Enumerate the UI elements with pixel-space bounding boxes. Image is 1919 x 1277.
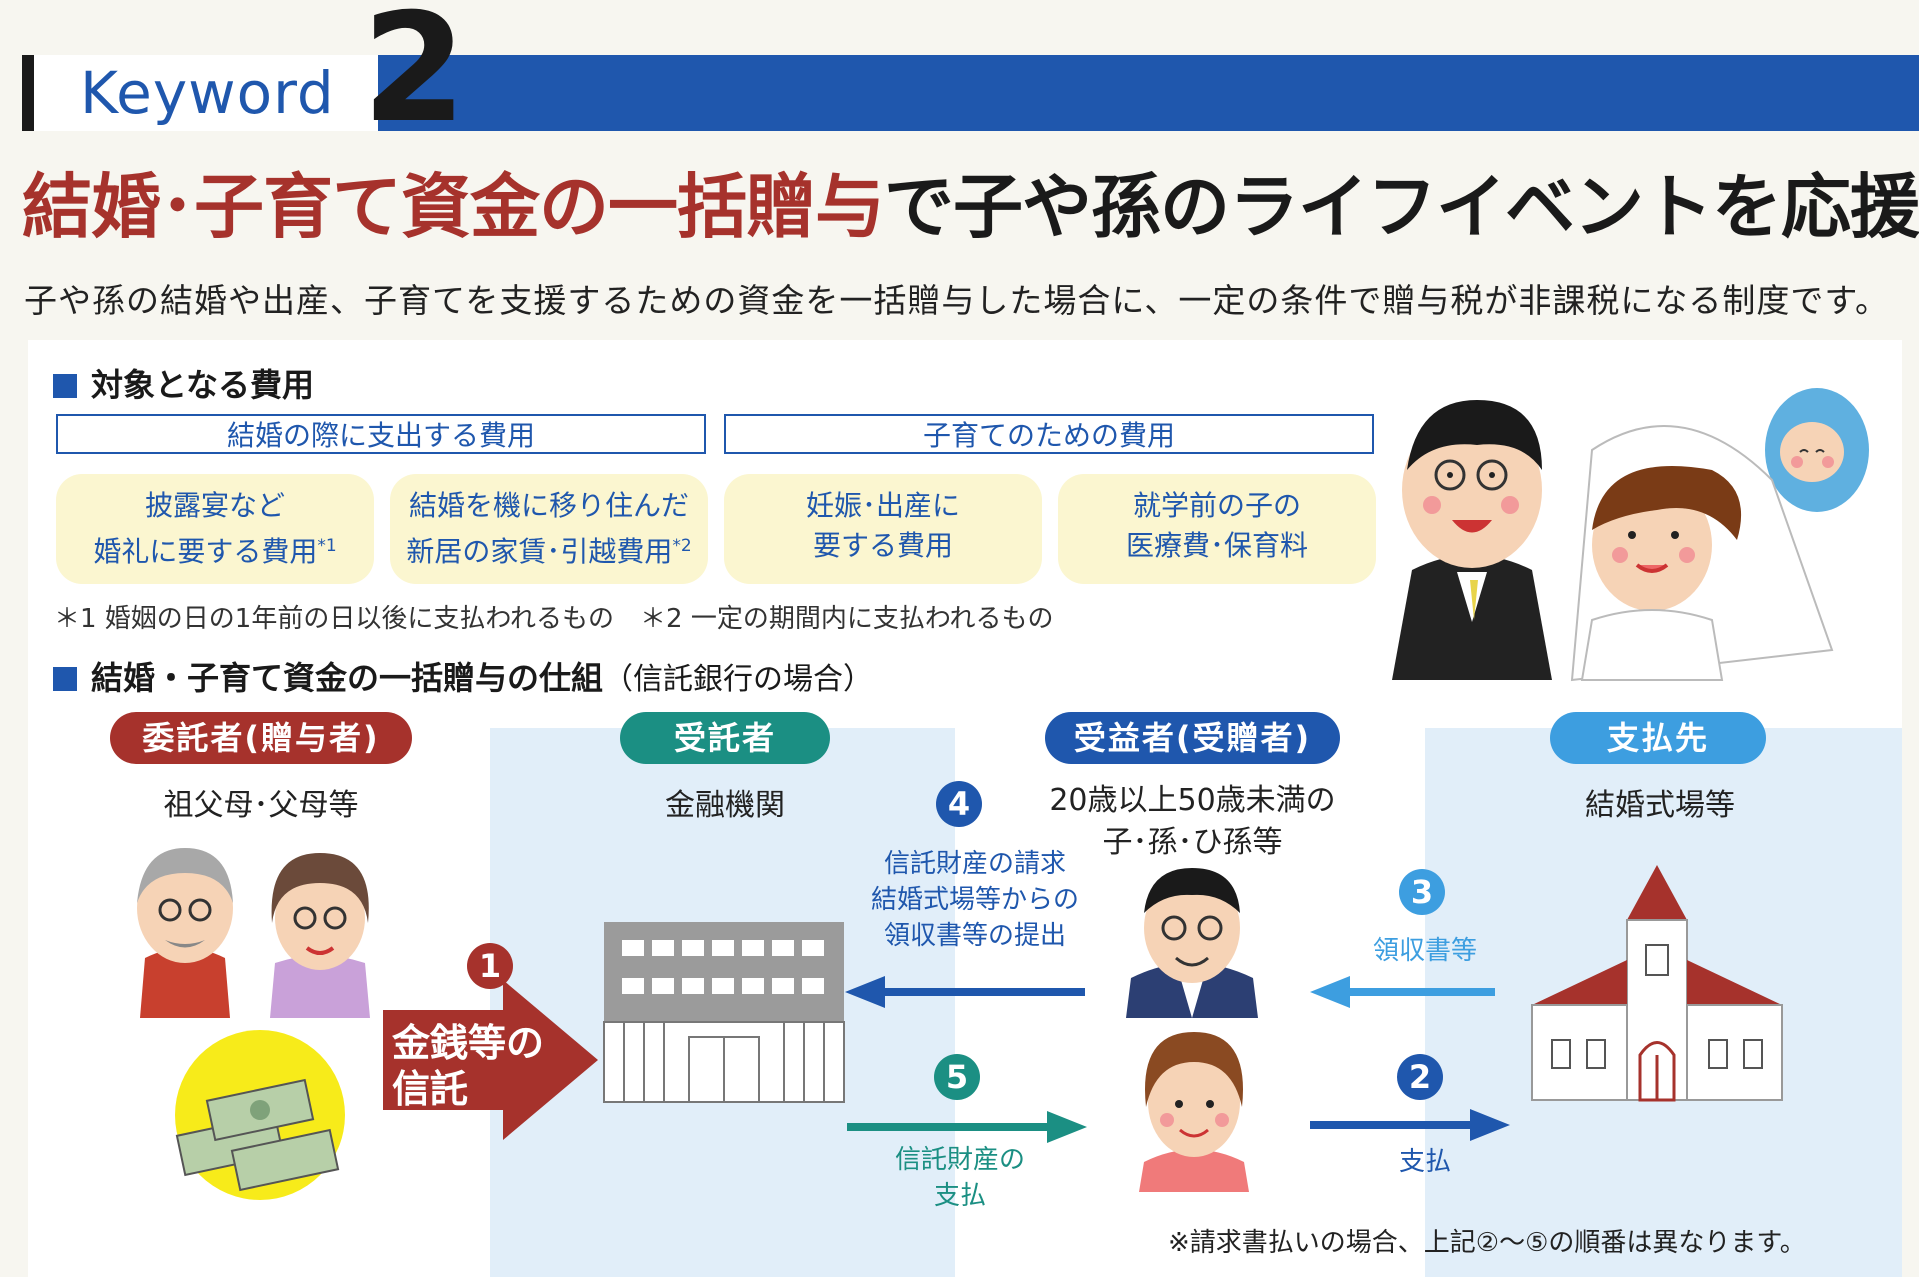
cost-item: 妊娠･出産に要する費用	[724, 474, 1042, 584]
banner-accent-block	[22, 55, 34, 131]
man-avatar-illustration	[1126, 868, 1258, 1018]
trustee-description: 金融機関	[665, 788, 785, 823]
arrow-step-2	[1310, 1109, 1510, 1141]
wedding-couple-illustration	[1392, 388, 1869, 682]
section-heading-scheme: 結婚・子育て資金の一括贈与の仕組（信託銀行の場合）	[53, 653, 873, 699]
keyword-tab	[34, 55, 378, 131]
cost-item: 就学前の子の医療費･保育料	[1058, 474, 1376, 584]
cost-item: 結婚を機に移り住んだ新居の家賃･引越費用*2	[390, 474, 708, 584]
step-1-badge: 1	[467, 943, 513, 989]
baby-illustration	[1765, 388, 1869, 512]
arrow-step-3	[1310, 976, 1495, 1008]
church-illustration	[1531, 865, 1783, 1102]
section-heading-costs: 対象となる費用	[53, 360, 314, 406]
step-3-badge: 3	[1399, 869, 1445, 915]
step-2-label: 支払	[1398, 1147, 1451, 1177]
keyword-number: 2	[362, 0, 467, 156]
payee-description: 結婚式場等	[1585, 788, 1735, 823]
grantor-description: 祖父母･父母等	[163, 788, 359, 823]
bank-building-illustration	[603, 922, 845, 1103]
page-subtitle: 子や孫の結婚や出産、子育てを支援するための資金を一括贈与した場合に、一定の条件で…	[24, 281, 1890, 320]
footnote: ※請求書払いの場合、上記②～⑤の順番は異なります。	[1168, 1228, 1806, 1258]
step-3-label: 領収書等	[1372, 936, 1477, 966]
step-5-badge: 5	[934, 1054, 980, 1100]
step-1-label: 金銭等の信託	[392, 1021, 545, 1111]
step-2-badge: 2	[1397, 1054, 1443, 1100]
keyword-label: Keyword	[80, 59, 335, 127]
step-4-badge: 4	[936, 781, 982, 827]
title-rest: で子や孫のライフイベントを応援	[884, 166, 1919, 248]
role-beneficiary-badge: 受益者(受贈者)	[1045, 712, 1340, 764]
arrow-step-4	[845, 976, 1085, 1008]
title-highlight: 結婚･子育て資金の一括贈与	[22, 166, 885, 248]
role-payee-badge: 支払先	[1550, 712, 1766, 764]
page-title: 結婚･子育て資金の一括贈与で子や孫のライフイベントを応援	[22, 162, 1919, 252]
heading-square-icon	[53, 667, 77, 691]
beneficiary-description: 20歳以上50歳未満の子･孫･ひ孫等	[1049, 783, 1336, 860]
step-4-label: 信託財産の請求結婚式場等からの領収書等の提出	[870, 849, 1079, 951]
heading-square-icon	[53, 374, 77, 398]
role-grantor-badge: 委託者(贈与者)	[110, 712, 412, 764]
category-childcare: 子育てのための費用	[724, 414, 1374, 454]
cost-item: 披露宴など婚礼に要する費用*1	[56, 474, 374, 584]
role-trustee-badge: 受託者	[620, 712, 830, 764]
cost-notes: ＊1 婚姻の日の1年前の日以後に支払われるもの ＊2 一定の期間内に支払われるも…	[54, 604, 1054, 634]
grandparents-illustration	[137, 848, 370, 1018]
money-bundle-illustration	[175, 1030, 345, 1200]
trust-arrow	[383, 980, 598, 1140]
arrow-step-5	[847, 1111, 1087, 1143]
woman-avatar-illustration	[1139, 1032, 1249, 1192]
category-marriage: 結婚の際に支出する費用	[56, 414, 706, 454]
step-5-label: 信託財産の支払	[894, 1145, 1025, 1211]
